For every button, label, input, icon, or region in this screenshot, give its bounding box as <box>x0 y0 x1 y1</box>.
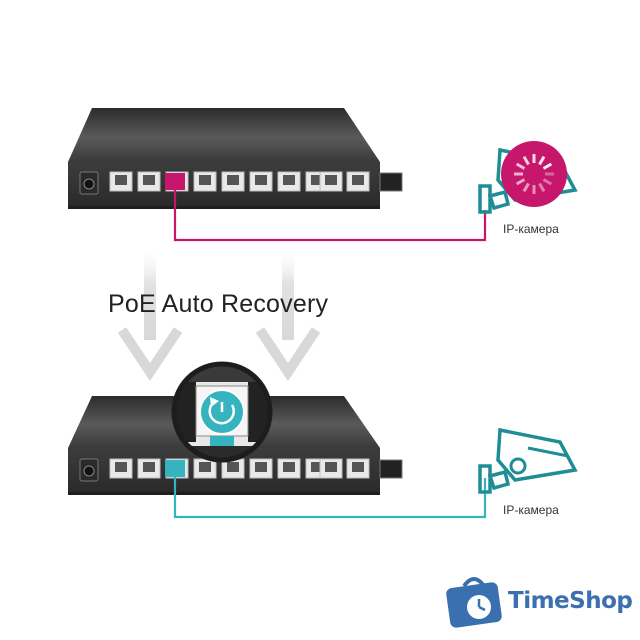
spinner-dash <box>542 162 553 170</box>
port-socket <box>311 175 323 185</box>
spinner-dash <box>515 178 526 186</box>
port-socket <box>199 175 211 185</box>
port-socket <box>325 175 337 185</box>
loading-spinner-icon <box>514 154 554 194</box>
camera-label-bottom: IP-камера <box>503 503 559 517</box>
port-socket <box>255 175 267 185</box>
sfp-port-icon <box>379 172 403 192</box>
port-socket <box>227 175 239 185</box>
port-socket <box>227 462 239 472</box>
poe-switch-top <box>68 108 403 209</box>
spinner-dash <box>515 162 526 170</box>
spinner-dash <box>538 155 546 166</box>
port-socket <box>143 462 155 472</box>
faulty-port-highlight <box>165 173 185 190</box>
ip-camera-icon <box>478 427 578 494</box>
port-socket <box>143 175 155 185</box>
port-socket <box>283 175 295 185</box>
port-socket <box>255 462 267 472</box>
clock-bag-icon <box>446 577 502 628</box>
port-socket <box>311 462 323 472</box>
connection-line-recovered <box>173 477 487 519</box>
down-arrow-icon <box>255 245 321 382</box>
spinner-dash <box>522 182 530 193</box>
port-socket <box>199 462 211 472</box>
port-socket <box>115 462 127 472</box>
spinner-dash <box>542 178 553 186</box>
down-arrow-icon <box>117 245 183 382</box>
port-socket <box>283 462 295 472</box>
port-socket <box>352 175 364 185</box>
spinner-dash <box>538 182 546 193</box>
magnifier-lens-icon <box>171 361 273 463</box>
port-socket <box>352 462 364 472</box>
ip-camera-icon <box>478 141 578 214</box>
sfp-port-icon <box>379 459 403 479</box>
connection-line-fault <box>173 190 487 242</box>
headline-title: PoE Auto Recovery <box>108 290 329 318</box>
camera-label-top: IP-камера <box>503 222 559 236</box>
recovered-port-highlight <box>165 460 185 477</box>
port-socket <box>325 462 337 472</box>
port-socket <box>115 175 127 185</box>
spinner-dash <box>522 155 530 166</box>
brand-name: TimeShop <box>508 588 633 614</box>
